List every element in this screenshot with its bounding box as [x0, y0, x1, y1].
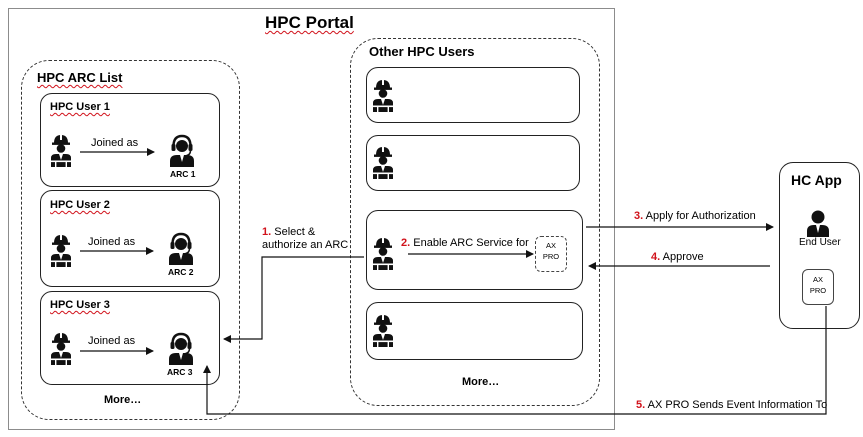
step-3-number: 3.	[634, 210, 644, 222]
step-1-text-line2: authorize an ARC	[262, 239, 349, 251]
arc-list-title: HPC ARC List	[37, 70, 123, 85]
hpc-user-1-name: HPC User 1	[50, 101, 110, 113]
step-4-label: 4. Approve	[651, 251, 704, 263]
ax-pro-device-app: AX PRO	[802, 269, 834, 305]
step-2-label: 2. Enable ARC Service for	[401, 237, 529, 249]
ax-pro-portal-line2: PRO	[542, 252, 560, 261]
hpc-user-3-joined-label: Joined as	[88, 335, 136, 347]
ax-pro-portal-line1: AX	[545, 241, 556, 250]
other-user-card-1[interactable]	[366, 67, 580, 123]
ax-pro-device-portal: AX PRO	[535, 236, 567, 272]
hpc-user-2-joined-label: Joined as	[88, 236, 136, 248]
arc-list-more[interactable]: More…	[104, 394, 142, 406]
step-3-text: Apply for Authorization	[645, 210, 756, 222]
other-user-card-4[interactable]	[366, 302, 583, 360]
step-1-label: 1. Select & authorize an ARC	[262, 226, 348, 252]
step-3-label: 3. Apply for Authorization	[634, 210, 756, 222]
hpc-user-3-name: HPC User 3	[50, 299, 110, 311]
ax-pro-app-line1: AX	[812, 275, 823, 284]
other-user-card-2[interactable]	[366, 135, 580, 191]
portal-title: HPC Portal	[265, 13, 354, 32]
hc-app-title: HC App	[791, 172, 842, 188]
hpc-user-2-name: HPC User 2	[50, 199, 110, 211]
end-user-label: End User	[799, 237, 841, 248]
step-2-number: 2.	[401, 237, 411, 249]
step-4-number: 4.	[651, 251, 661, 263]
arc-2-label: ARC 2	[168, 267, 194, 277]
arc-3-label: ARC 3	[167, 367, 193, 377]
step-5-label: 5. AX PRO Sends Event Information To	[636, 399, 827, 411]
step-2-text: Enable ARC Service for	[413, 237, 529, 249]
other-users-more[interactable]: More…	[462, 376, 500, 388]
arc-list-group	[21, 60, 240, 420]
step-1-number: 1.	[262, 226, 272, 238]
other-users-title: Other HPC Users	[369, 44, 475, 59]
step-4-text: Approve	[662, 251, 704, 263]
ax-pro-app-line2: PRO	[809, 286, 827, 295]
arc-1-label: ARC 1	[170, 169, 196, 179]
hpc-user-1-joined-label: Joined as	[91, 137, 139, 149]
step-5-number: 5.	[636, 399, 646, 411]
step-1-text-line1: Select &	[274, 226, 316, 238]
step-5-text: AX PRO Sends Event Information To	[647, 399, 828, 411]
